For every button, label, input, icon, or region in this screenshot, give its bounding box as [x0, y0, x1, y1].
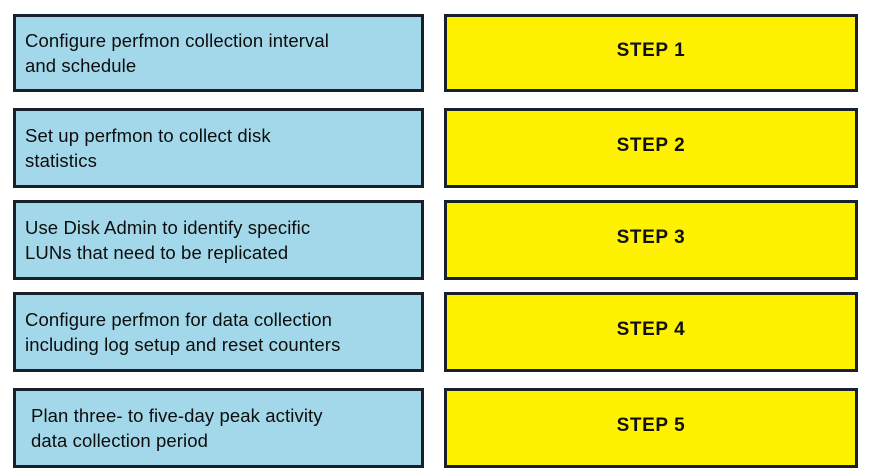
step-description-box[interactable]: Configure perfmon for data collection in… [13, 292, 424, 372]
step-description-text: Configure perfmon collection interval an… [25, 30, 329, 76]
step-description-box[interactable]: Use Disk Admin to identify specific LUNs… [13, 200, 424, 280]
step-description-box[interactable]: Plan three- to five-day peak activity da… [13, 388, 424, 468]
step-number-label: STEP 2 [616, 135, 686, 156]
step-description-text: Set up perfmon to collect disk statistic… [25, 125, 271, 171]
step-number-label: STEP 3 [616, 227, 686, 248]
step-row: Use Disk Admin to identify specific LUNs… [0, 200, 877, 280]
step-description-box[interactable]: Configure perfmon collection interval an… [13, 14, 424, 92]
step-description-text: Plan three- to five-day peak activity da… [31, 405, 323, 451]
step-row: Configure perfmon collection interval an… [0, 14, 877, 92]
step-description-box[interactable]: Set up perfmon to collect disk statistic… [13, 108, 424, 188]
step-number-label: STEP 4 [616, 319, 686, 340]
step-number-box[interactable]: STEP 5 [444, 388, 858, 468]
step-row: Plan three- to five-day peak activity da… [0, 388, 877, 468]
step-row: Configure perfmon for data collection in… [0, 292, 877, 372]
step-description-text: Use Disk Admin to identify specific LUNs… [25, 217, 311, 263]
step-number-box[interactable]: STEP 2 [444, 108, 858, 188]
step-number-box[interactable]: STEP 3 [444, 200, 858, 280]
step-number-label: STEP 5 [616, 415, 686, 436]
step-number-box[interactable]: STEP 1 [444, 14, 858, 92]
step-number-box[interactable]: STEP 4 [444, 292, 858, 372]
step-number-label: STEP 1 [616, 40, 686, 61]
step-row: Set up perfmon to collect disk statistic… [0, 108, 877, 188]
step-description-text: Configure perfmon for data collection in… [25, 309, 341, 355]
